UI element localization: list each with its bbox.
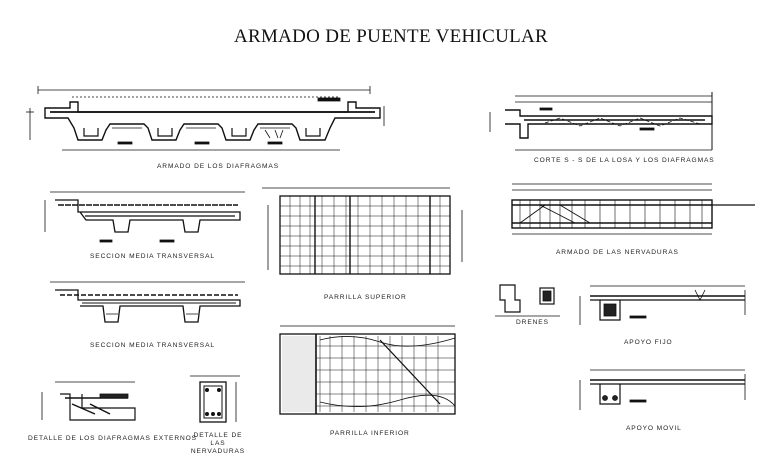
nervaduras-drawing [511, 183, 755, 235]
caption-parrilla-superior: PARRILLA SUPERIOR [324, 294, 407, 301]
apoyo-movil-drawing [579, 369, 746, 410]
drenes-drawing [495, 284, 560, 317]
caption-drenes: DRENES [516, 319, 549, 326]
caption-detalle-nervaduras: DETALLE DE LAS NERVADURAS [190, 432, 246, 455]
caption-apoyo-fijo: APOYO FIJO [624, 339, 673, 346]
caption-parrilla-inferior: PARRILLA INFERIOR [330, 430, 410, 437]
detalle-nervaduras-drawing [190, 375, 240, 423]
caption-armado-diafragmas: ARMADO DE LOS DIAFRAGMAS [157, 163, 279, 170]
caption-apoyo-movil: APOYO MOVIL [626, 425, 682, 432]
parrilla-inferior-drawing [279, 325, 456, 415]
caption-seccion-media-1: SECCION MEDIA TRANSVERSAL [90, 253, 215, 260]
diafragmas-drawing [26, 86, 385, 151]
caption-armado-nervaduras: ARMADO DE LAS NERVADURAS [556, 249, 679, 256]
drawing-title: ARMADO DE PUENTE VEHICULAR [233, 26, 549, 47]
parrilla-superior-drawing [262, 187, 463, 275]
caption-detalle-diafragmas-externos: DETALLE DE LOS DIAFRAGMAS EXTERNOS [28, 435, 197, 442]
seccion-media-1-drawing [44, 191, 245, 243]
apoyo-fijo-drawing [579, 285, 746, 325]
caption-seccion-media-2: SECCION MEDIA TRANSVERSAL [90, 342, 215, 349]
corte-s-s-drawing [489, 92, 713, 151]
caption-corte-s-s: CORTE S - S DE LA LOSA Y LOS DIAFRAGMAS [534, 157, 715, 164]
seccion-media-2-drawing [50, 281, 245, 323]
detalle-diafragmas-drawing [41, 381, 136, 421]
